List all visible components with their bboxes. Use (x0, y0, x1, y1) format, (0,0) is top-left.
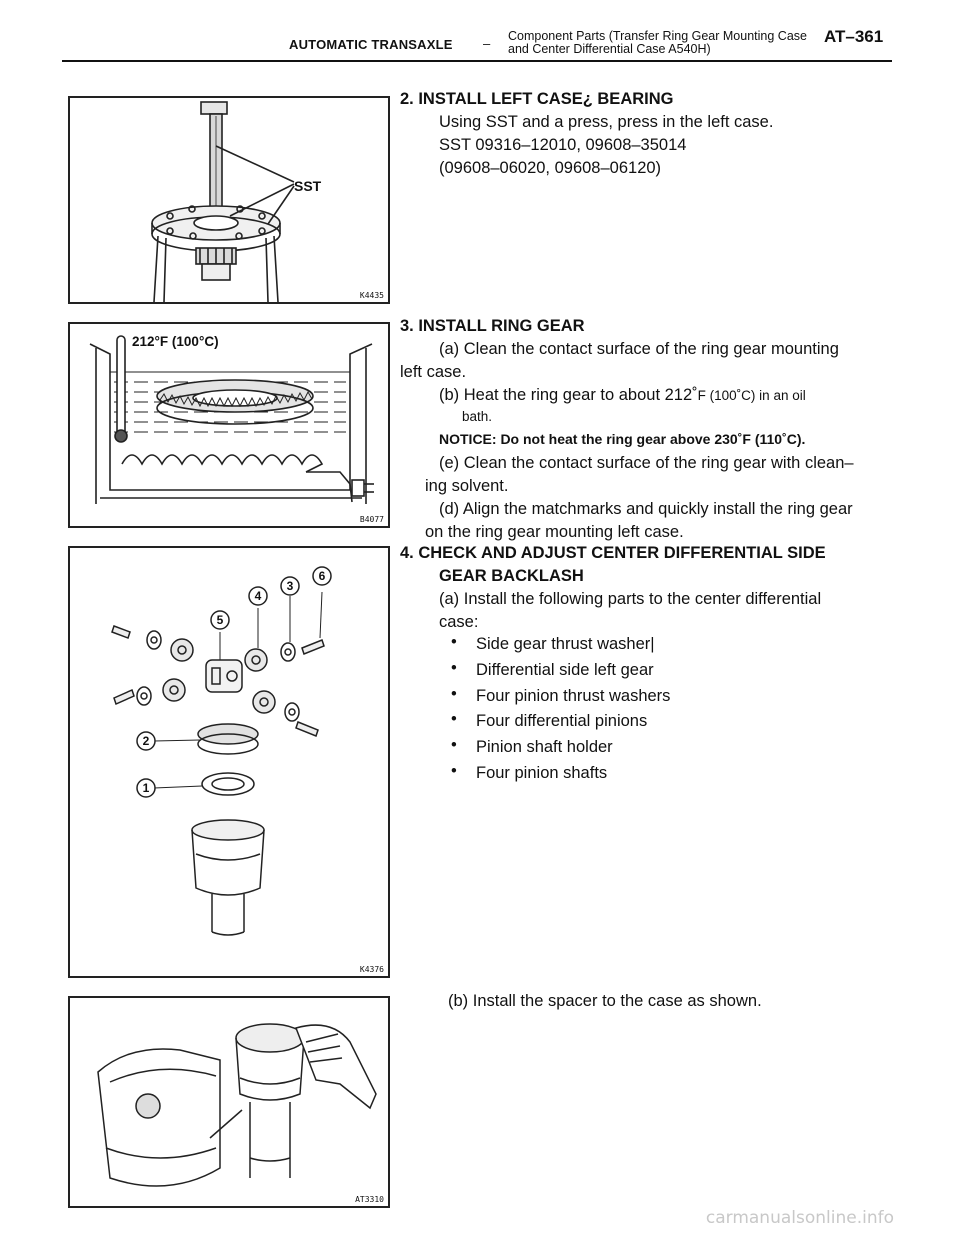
part-callout-2: 2 (143, 734, 150, 748)
part-callout-3: 3 (287, 579, 294, 593)
figure-id-k4376: K4376 (358, 965, 385, 974)
page-number: AT–361 (824, 27, 884, 46)
header-subtitle-line2: and Center Differential Case A540H) (508, 42, 711, 56)
figure-sst-press: SST K4435 (68, 96, 390, 304)
step3-d-line1: (d) Align the matchmarks and quickly ins… (439, 500, 853, 518)
part-callout-4: 4 (255, 589, 262, 603)
figure-id-k4435: K4435 (358, 291, 385, 300)
step3-a-line1: (a) Clean the contact surface of the rin… (439, 340, 839, 358)
figure-oil-bath: 212°F (100°C) B4077 (68, 322, 390, 528)
list-bullet: • (451, 659, 457, 677)
step4-b-text: (b) Install the spacer to the case as sh… (448, 992, 762, 1010)
list-bullet: • (451, 710, 457, 728)
temperature-label: 212°F (100°C) (132, 334, 219, 349)
watermark: carmanualsonline.info (705, 1208, 894, 1228)
header-rule (62, 60, 892, 62)
step3-e-line1: (e) Clean the contact surface of the rin… (439, 454, 854, 472)
header-subtitle-line1: Component Parts (Transfer Ring Gear Moun… (508, 29, 807, 43)
list-bullet: • (451, 762, 457, 780)
spacer-install-illustration (97, 1023, 377, 1187)
step2-line3: (09608–06020, 09608–06120) (439, 159, 662, 177)
list-bullet: • (451, 685, 457, 703)
step2-title: 2. INSTALL LEFT CASE¿ BEARING (400, 90, 674, 108)
list-item: Differential side left gear (476, 661, 654, 679)
oil-bath-illustration (89, 335, 374, 504)
list-item: Four pinion shafts (476, 764, 608, 782)
step3-title: 3. INSTALL RING GEAR (400, 317, 585, 335)
list-item: Side gear thrust washer| (476, 635, 655, 653)
sst-press-illustration (151, 101, 295, 303)
list-item: Four pinion thrust washers (476, 687, 671, 705)
step2-line2: SST 09316–12010, 09608–35014 (439, 136, 687, 154)
list-item: Pinion shaft holder (476, 738, 613, 756)
header-subtitle: Component Parts (Transfer Ring Gear Moun… (508, 30, 807, 56)
step3-d-line2: on the ring gear mounting left case. (425, 523, 684, 541)
list-bullet: • (451, 736, 457, 754)
header-dash: – (483, 36, 491, 51)
step3-b-line2: bath. (462, 409, 493, 424)
figure-id-b4077: B4077 (358, 515, 385, 524)
figure-spacer-install: AT3310 (68, 996, 390, 1208)
figure-exploded-parts: 1 2 3 4 5 6 K4376 (68, 546, 390, 978)
sst-callout-label: SST (294, 178, 322, 194)
step3-b-line1: (b) Heat the ring gear to about 212˚F (1… (439, 384, 806, 407)
step3-b-small: F (100˚C) in an oil (697, 388, 806, 403)
part-callout-1: 1 (143, 781, 150, 795)
section-title: AUTOMATIC TRANSAXLE (289, 37, 453, 52)
list-item: Four differential pinions (476, 712, 648, 730)
step3-b-main: (b) Heat the ring gear to about 212˚ (439, 386, 698, 404)
step3-notice: NOTICE: Do not heat the ring gear above … (439, 431, 806, 447)
step4-title-line2: GEAR BACKLASH (439, 567, 584, 585)
step3-e-line2: ing solvent. (425, 477, 509, 495)
list-bullet: • (451, 633, 457, 651)
step4-a-line1: (a) Install the following parts to the c… (439, 590, 822, 608)
part-callout-5: 5 (217, 613, 224, 627)
step4-title-line1: 4. CHECK AND ADJUST CENTER DIFFERENTIAL … (400, 544, 826, 562)
step3-a-line2: left case. (400, 363, 467, 381)
exploded-parts-illustration: 1 2 3 4 5 6 (111, 566, 332, 936)
step4-a-line2: case: (439, 613, 479, 631)
step2-line1: Using SST and a press, press in the left… (439, 113, 774, 131)
part-callout-6: 6 (319, 569, 326, 583)
figure-id-at3310: AT3310 (354, 1195, 385, 1204)
